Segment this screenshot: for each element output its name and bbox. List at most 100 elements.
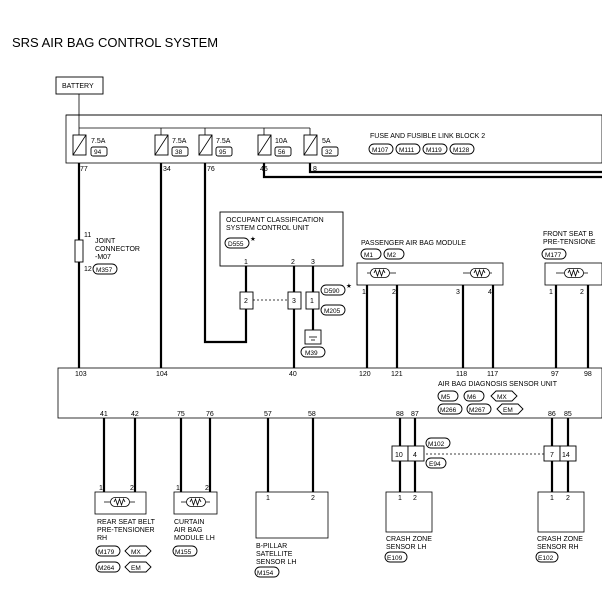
occupant-classification-unit: OCCUPANT CLASSIFICATION SYSTEM CONTROL U… [219,211,344,267]
svg-text:2: 2 [392,289,396,296]
svg-text:OCCUPANT CLASSIFICATION: OCCUPANT CLASSIFICATION [226,217,324,224]
svg-text:1: 1 [549,289,553,296]
svg-text:4: 4 [488,289,492,296]
svg-text:D555: D555 [228,241,244,248]
svg-text:58: 58 [308,411,316,418]
svg-text:3: 3 [311,259,315,266]
svg-text:M264: M264 [98,565,115,572]
svg-text:2: 2 [244,298,248,305]
svg-text:AIR BAG: AIR BAG [174,527,202,534]
svg-text:10: 10 [395,452,403,459]
svg-text:32: 32 [325,149,333,156]
inline-connector-rh: 7 14 [543,445,577,462]
svg-text:E102: E102 [538,555,554,562]
svg-text:M2: M2 [387,252,396,259]
svg-text:M1: M1 [364,252,373,259]
svg-text:M128: M128 [453,147,470,154]
svg-text:98: 98 [584,371,592,378]
svg-text:EM: EM [503,407,513,414]
svg-text:EM: EM [131,565,141,572]
svg-text:86: 86 [548,411,556,418]
battery-label: BATTERY [62,83,94,90]
svg-text:M179: M179 [98,549,115,556]
fuse-bus [78,115,311,135]
svg-text:CRASH ZONE: CRASH ZONE [386,536,432,543]
svg-text:PRE-TENSIONER: PRE-TENSIONER [97,527,155,534]
svg-text:M119: M119 [426,147,442,154]
svg-text:1: 1 [550,495,554,502]
svg-text:34: 34 [163,166,171,173]
svg-text:REAR SEAT BELT: REAR SEAT BELT [97,519,156,526]
svg-text:M5: M5 [441,394,450,401]
svg-text:77: 77 [80,166,88,173]
svg-text:SENSOR RH: SENSOR RH [537,544,579,551]
svg-text:M6: M6 [467,394,476,401]
fuse-block-connectors: M107 M111 M119 M128 [368,143,475,155]
svg-text:M102: M102 [428,441,445,448]
svg-text:104: 104 [156,371,168,378]
svg-text:1: 1 [176,485,180,492]
svg-text:2: 2 [580,289,584,296]
svg-text:75: 75 [177,411,185,418]
svg-text:11: 11 [84,232,91,239]
svg-text:E94: E94 [429,461,441,468]
fuse-2: 7.5A 38 34 [154,134,189,173]
svg-text:PRE-TENSIONE: PRE-TENSIONE [543,239,596,246]
b-pillar-satellite-sensor: 1 2 B-PILLAR SATELLITE SENSOR LH M154 [254,491,329,578]
svg-text:57: 57 [264,411,272,418]
ground-symbol: M39 [300,329,326,358]
svg-text:MX: MX [131,549,141,556]
unit-bottom-pins: 41 42 75 76 57 58 88 87 86 85 [100,411,572,418]
svg-text:M357: M357 [96,267,113,274]
svg-text:103: 103 [75,371,87,378]
svg-text:2: 2 [311,495,315,502]
unit-label: AIR BAG DIAGNOSIS SENSOR UNIT [438,381,558,388]
svg-text:M107: M107 [372,147,389,154]
inline-connector-d590: 2 3 1 D590 ★ M205 [239,283,352,316]
svg-text:PASSENGER AIR BAG MODULE: PASSENGER AIR BAG MODULE [361,240,466,247]
svg-text:M266: M266 [440,407,457,414]
svg-text:1: 1 [266,495,270,502]
svg-text:1: 1 [244,259,248,266]
crash-zone-sensor-rh: 1 2 CRASH ZONE SENSOR RH E102 [535,491,585,563]
svg-text:M111: M111 [399,147,415,154]
svg-text:M205: M205 [324,308,341,315]
svg-text:SENSOR LH: SENSOR LH [386,544,426,551]
svg-text:MODULE LH: MODULE LH [174,535,215,542]
air-bag-diagnosis-sensor-unit [57,367,602,419]
curtain-air-bag-module: 1 2 CURTAIN AIR BAG MODULE LH M155 [172,485,218,557]
svg-text:95: 95 [219,149,227,156]
svg-text:87: 87 [411,411,419,418]
svg-text:SYSTEM CONTROL UNIT: SYSTEM CONTROL UNIT [226,225,310,232]
svg-text:1: 1 [310,298,314,305]
battery-box [55,76,104,95]
svg-text:M39: M39 [305,350,318,357]
svg-text:1: 1 [99,485,103,492]
svg-text:5A: 5A [322,138,331,145]
svg-text:88: 88 [396,411,404,418]
svg-text:12: 12 [84,266,92,273]
svg-text:M154: M154 [257,570,274,577]
svg-text:SENSOR LH: SENSOR LH [256,559,296,566]
svg-text:SATELLITE: SATELLITE [256,551,293,558]
svg-text:★: ★ [346,283,352,290]
passenger-air-bag-module: PASSENGER AIR BAG MODULE M1 M2 1 2 3 4 [356,240,504,296]
svg-text:38: 38 [175,149,183,156]
svg-text:42: 42 [131,411,139,418]
rear-seat-belt-pre-tensioner: 1 2 REAR SEAT BELT PRE-TENSIONER RH M179… [94,485,156,573]
svg-text:M155: M155 [175,549,192,556]
svg-text:3: 3 [292,298,296,305]
svg-text:FRONT SEAT B: FRONT SEAT B [543,231,594,238]
svg-text:121: 121 [391,371,403,378]
svg-text:41: 41 [100,411,108,418]
svg-text:56: 56 [278,149,286,156]
svg-text:★: ★ [250,236,256,243]
svg-text:117: 117 [487,371,498,378]
svg-text:85: 85 [564,411,572,418]
svg-text:7.5A: 7.5A [91,138,106,145]
svg-text:7: 7 [550,452,554,459]
svg-text:JOINT: JOINT [95,238,116,245]
svg-text:7.5A: 7.5A [172,138,187,145]
svg-text:7.5A: 7.5A [216,138,231,145]
crash-zone-sensor-lh: 1 2 CRASH ZONE SENSOR LH E109 [384,491,433,563]
